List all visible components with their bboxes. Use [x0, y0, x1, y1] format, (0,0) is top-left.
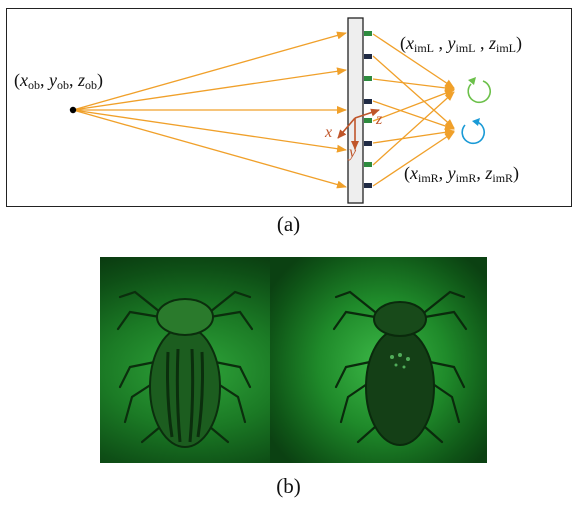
axis-label-z: z: [375, 111, 383, 128]
coordinate-axes: [337, 108, 380, 150]
output-rays-left: [372, 33, 455, 166]
beetle-drawing: [116, 290, 468, 448]
incident-rays: [72, 31, 347, 189]
z-axis: [354, 108, 380, 119]
output-ray: [372, 100, 455, 130]
right-beetle-body: [365, 328, 435, 446]
left-image-point-label: (ximL , yimL , zimL): [400, 33, 522, 55]
left-beetle-body: [149, 326, 221, 448]
nano-pillar: [364, 54, 372, 59]
metasurface-plate: [347, 17, 364, 204]
right-beetle-head: [373, 301, 427, 337]
output-ray: [372, 89, 455, 122]
incident-ray: [72, 109, 347, 189]
nano-pillar: [364, 118, 372, 123]
left-beetle-head: [156, 298, 214, 336]
nano-pillar: [364, 183, 372, 188]
left-beetle-icon: [116, 290, 254, 444]
left-beetle-stripes: [166, 348, 204, 443]
nano-pillar: [364, 99, 372, 104]
panel-a-caption: (a): [276, 212, 301, 236]
axis-label-x: x: [324, 124, 332, 141]
nano-pillars: [364, 31, 372, 188]
beetle-hologram-photo: [100, 257, 487, 463]
nano-pillar: [364, 162, 372, 167]
axis-label-y: y: [347, 144, 357, 161]
object-point-label: (xob, yob, zob): [14, 70, 103, 92]
left-circular-polarization-icon: [467, 77, 492, 104]
right-circular-polarization-icon: [461, 118, 486, 145]
output-ray: [372, 91, 455, 166]
right-image-point-label: (ximR, yimR, zimR): [404, 163, 519, 185]
nano-pillar: [364, 76, 372, 81]
output-ray: [372, 128, 455, 144]
output-rays-right: [372, 55, 455, 187]
incident-ray: [72, 109, 347, 153]
incident-ray: [72, 31, 347, 111]
output-ray: [372, 78, 455, 92]
incident-ray: [72, 67, 347, 111]
nano-pillar: [364, 141, 372, 146]
output-ray: [372, 33, 455, 89]
nano-pillar: [364, 31, 372, 36]
panel-b-caption: (b): [276, 474, 301, 498]
object-point: [69, 106, 77, 114]
x-axis: [337, 117, 356, 139]
output-ray: [372, 131, 455, 187]
right-beetle-icon: [332, 290, 468, 444]
output-ray: [372, 55, 455, 129]
right-beetle-markings: [390, 353, 410, 369]
panel-a-frame: [6, 8, 572, 207]
